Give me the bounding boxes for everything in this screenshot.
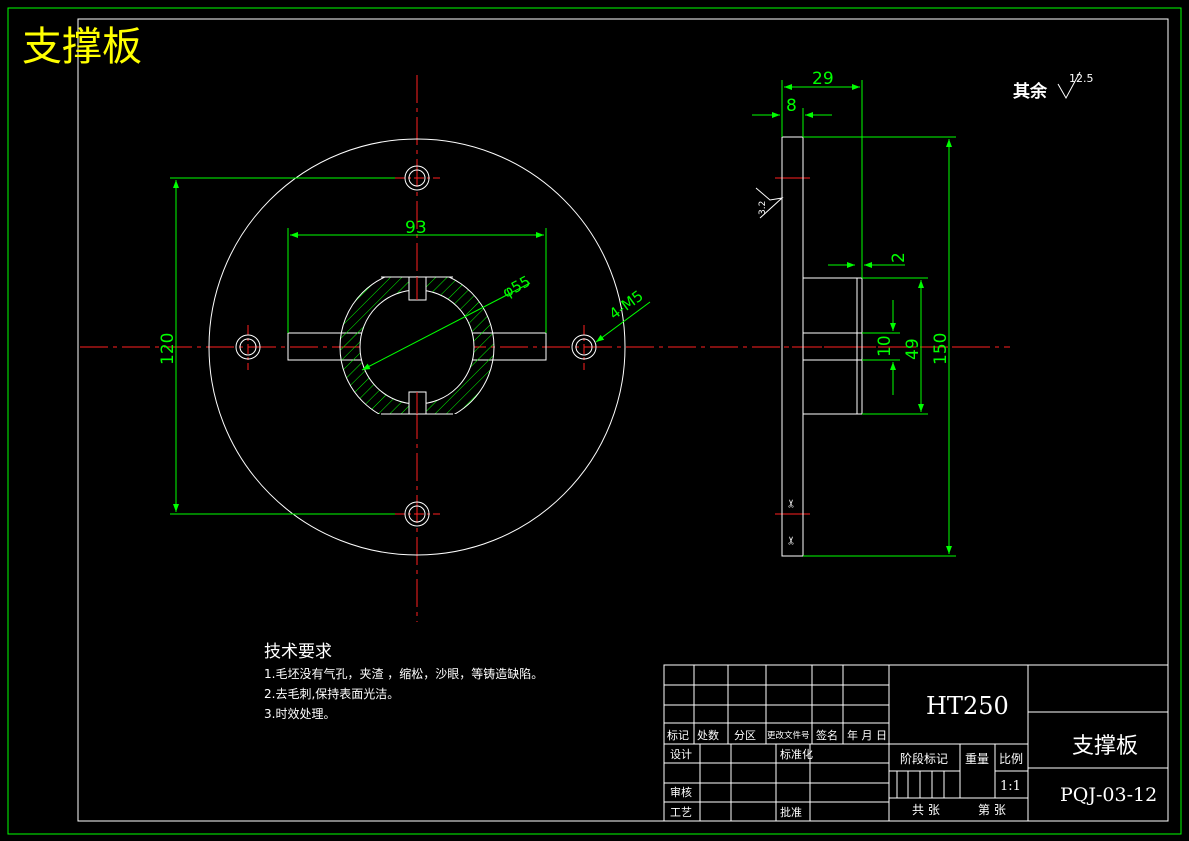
side-view: 29 8 2 10 49 150 3.2 ✂ ✂ bbox=[752, 69, 985, 557]
inner-frame bbox=[77, 18, 1169, 822]
label-approve: 批准 bbox=[780, 805, 802, 819]
label-stage: 阶段标记 bbox=[900, 751, 948, 766]
header-date: 年 月 日 bbox=[847, 728, 887, 742]
dim-8: 8 bbox=[786, 96, 797, 116]
tech-item-3: 3.时效处理。 bbox=[264, 706, 335, 721]
roughness-other-symbol bbox=[1057, 71, 1081, 100]
svg-text:✂: ✂ bbox=[785, 499, 798, 508]
header-mark: 标记 bbox=[667, 728, 689, 742]
dim-4m5: 4-M5 bbox=[606, 287, 647, 324]
label-scale: 比例 bbox=[999, 752, 1023, 766]
title-block bbox=[663, 664, 1169, 822]
dim-2: 2 bbox=[889, 252, 909, 263]
center-bore bbox=[359, 289, 475, 405]
material: HT250 bbox=[926, 692, 1009, 720]
tech-heading: 技术要求 bbox=[264, 642, 332, 662]
boss-section bbox=[339, 277, 495, 414]
dim-150: 150 bbox=[931, 333, 951, 365]
dim-phi55: φ55 bbox=[499, 272, 533, 302]
scale-value: 1:1 bbox=[1000, 779, 1021, 794]
dim-49: 49 bbox=[903, 338, 923, 360]
header-count: 处数 bbox=[697, 729, 719, 742]
dim-10: 10 bbox=[875, 335, 895, 357]
dim-120: 120 bbox=[158, 333, 178, 365]
label-total: 共 张 bbox=[912, 803, 940, 817]
header-change: 更改文件号 bbox=[767, 730, 810, 741]
label-review: 审核 bbox=[670, 785, 692, 799]
title-block-text: HT250 支撑板 PQJ-03-12 标记 处数 分区 更改文件号 签名 年 … bbox=[667, 692, 1157, 819]
svg-text:✂: ✂ bbox=[785, 536, 798, 545]
drawing-number: PQJ-03-12 bbox=[1060, 784, 1157, 806]
label-standard: 标准化 bbox=[780, 747, 813, 761]
label-weight: 重量 bbox=[965, 752, 989, 766]
roughness-face-value: 3.2 bbox=[758, 201, 768, 215]
label-design: 设计 bbox=[670, 748, 692, 761]
front-view: 93 120 φ55 4-M5 bbox=[80, 75, 1010, 622]
outer-border bbox=[7, 7, 1182, 835]
part-name: 支撑板 bbox=[1072, 734, 1138, 759]
mounting-holes bbox=[235, 165, 597, 527]
side-boss bbox=[802, 277, 863, 415]
header-sign: 签名 bbox=[816, 728, 838, 742]
dim-93: 93 bbox=[405, 218, 427, 238]
roughness-symbol-face bbox=[755, 187, 784, 219]
dim-29: 29 bbox=[812, 69, 834, 89]
tech-item-1: 1.毛坯没有气孔，夹渣 ，缩松，沙眼，等铸造缺陷。 bbox=[264, 666, 543, 681]
tech-requirements: 技术要求 1.毛坯没有气孔，夹渣 ，缩松，沙眼，等铸造缺陷。 2.去毛刺,保持表… bbox=[264, 642, 543, 721]
header-zone: 分区 bbox=[734, 729, 756, 742]
tech-item-2: 2.去毛刺,保持表面光洁。 bbox=[264, 686, 399, 701]
roughness-other-value: 12.5 bbox=[1069, 72, 1094, 85]
plate-outline bbox=[208, 138, 626, 556]
drawing-title: 支撑板 bbox=[22, 24, 142, 70]
roughness-other-label: 其余 bbox=[1013, 81, 1048, 102]
label-process: 工艺 bbox=[670, 806, 692, 819]
label-sheet: 第 张 bbox=[978, 803, 1006, 817]
